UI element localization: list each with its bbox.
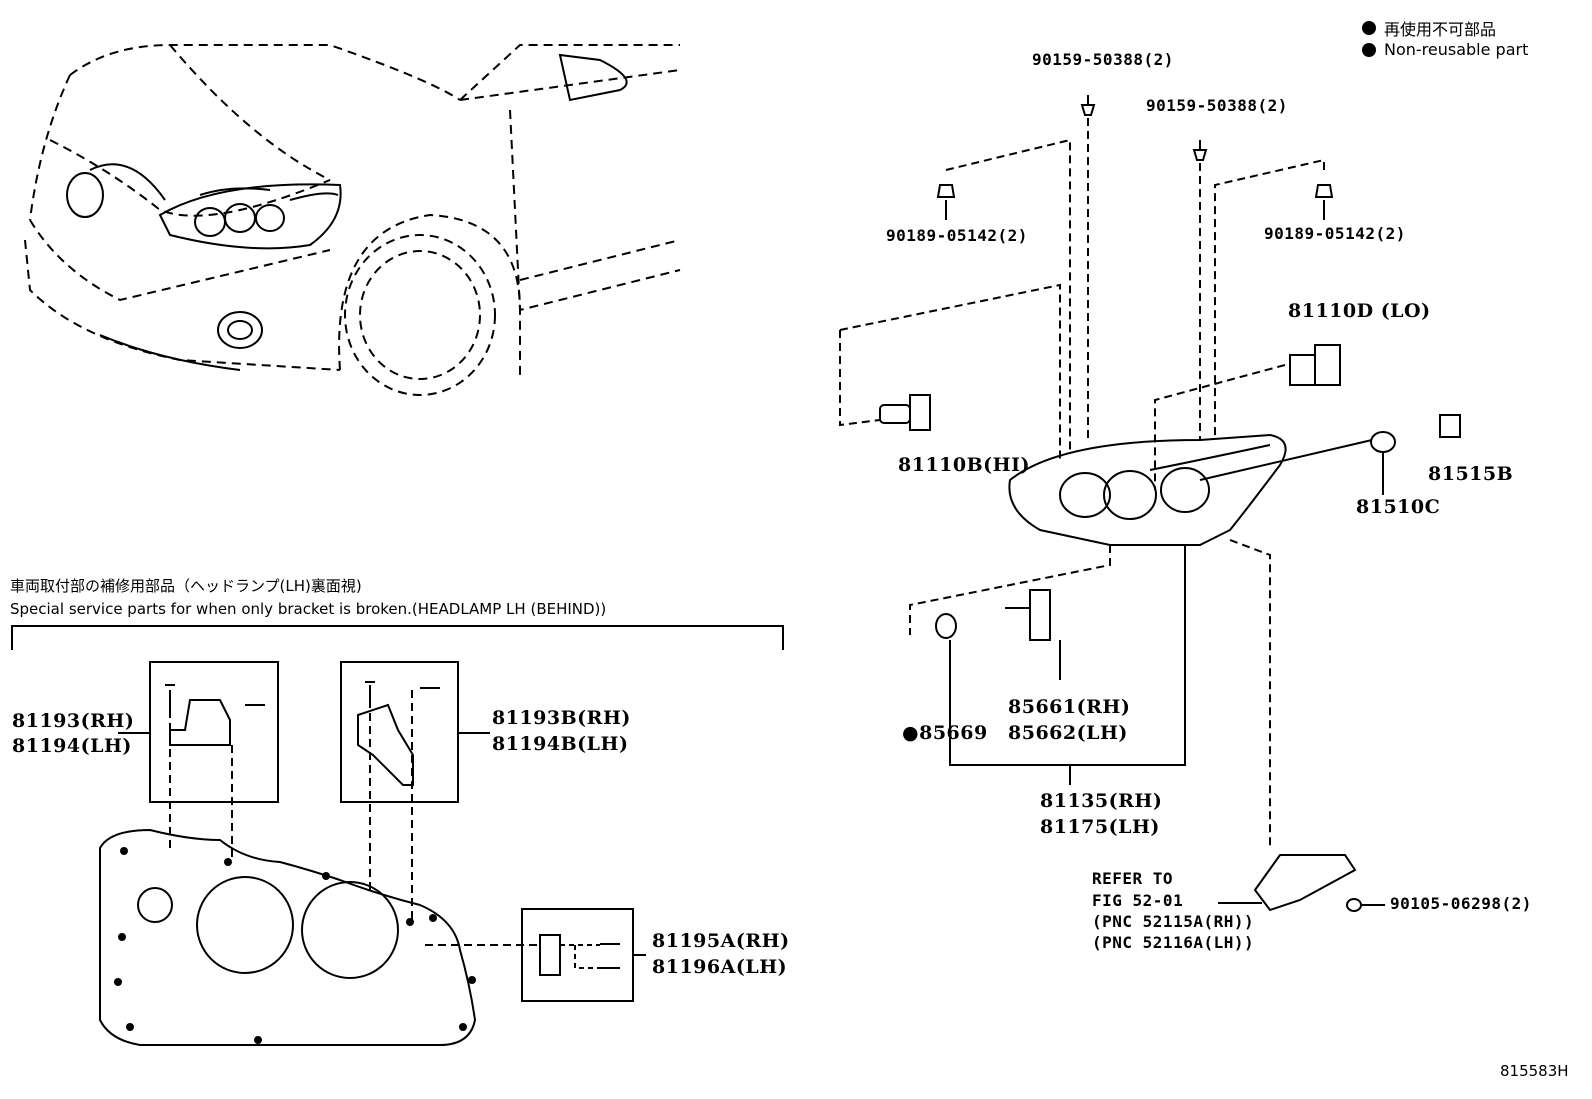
part-label-bulb-hi[interactable]: 81110B(HI) — [898, 454, 1030, 476]
part-label-seal-number: 85669 — [919, 722, 988, 744]
part-label-bracket-a-rh[interactable]: 81193(RH) — [12, 710, 135, 732]
section-caption-en: Special service parts for when only brac… — [10, 600, 607, 618]
part-label-bolt[interactable]: 90105-06298(2) — [1390, 894, 1532, 913]
refer-line-1: REFER TO — [1092, 869, 1174, 888]
part-label-nut-left[interactable]: 90189-05142(2) — [886, 226, 1028, 245]
section-caption-jp: 車両取付部の補修用部品（ヘッドランプ(LH)裏面視) — [10, 577, 362, 595]
part-label-socket[interactable]: 81515B — [1428, 463, 1514, 485]
part-label-bracket-b-rh[interactable]: 81193B(RH) — [492, 707, 631, 729]
part-label-bulb-lo[interactable]: 81110D (LO) — [1288, 300, 1431, 322]
part-label-screw-top-left[interactable]: 90159-50388(2) — [1032, 50, 1174, 69]
part-label-unit-rh[interactable]: 81135(RH) — [1040, 790, 1163, 812]
non-reusable-marker-icon: ● — [902, 722, 920, 744]
refer-line-3[interactable]: (PNC 52115A(RH)) — [1092, 912, 1255, 931]
non-reusable-dot-icon — [1362, 21, 1376, 35]
part-label-bracket-c-rh[interactable]: 81195A(RH) — [652, 930, 790, 952]
part-label-bracket-c-lh[interactable]: 81196A(LH) — [652, 956, 788, 978]
legend-en: Non-reusable part — [1362, 40, 1528, 59]
refer-line-2: FIG 52-01 — [1092, 891, 1184, 910]
service-parts-section — [11, 625, 784, 1046]
headlamp-exploded-view — [839, 95, 1461, 912]
part-label-bracket-a-lh[interactable]: 81194(LH) — [12, 735, 132, 757]
part-label-bulb-small[interactable]: 81510C — [1356, 496, 1441, 518]
legend-jp: 再使用不可部品 — [1362, 16, 1496, 40]
legend-jp-text: 再使用不可部品 — [1384, 20, 1497, 39]
part-label-seal[interactable]: ●85669 — [902, 724, 988, 743]
car-front-illustration — [24, 44, 681, 396]
legend-en-text: Non-reusable part — [1384, 40, 1529, 59]
part-label-screw-top-right[interactable]: 90159-50388(2) — [1146, 96, 1288, 115]
part-label-bracket-b-lh[interactable]: 81194B(LH) — [492, 733, 629, 755]
part-label-unit-lh[interactable]: 81175(LH) — [1040, 816, 1160, 838]
part-label-actuator-rh[interactable]: 85661(RH) — [1008, 696, 1131, 718]
figure-id: 815583H — [1500, 1062, 1569, 1080]
refer-line-4[interactable]: (PNC 52116A(LH)) — [1092, 933, 1255, 952]
part-label-nut-right[interactable]: 90189-05142(2) — [1264, 224, 1406, 243]
part-label-actuator-lh[interactable]: 85662(LH) — [1008, 722, 1128, 744]
non-reusable-dot-icon — [1362, 42, 1376, 57]
